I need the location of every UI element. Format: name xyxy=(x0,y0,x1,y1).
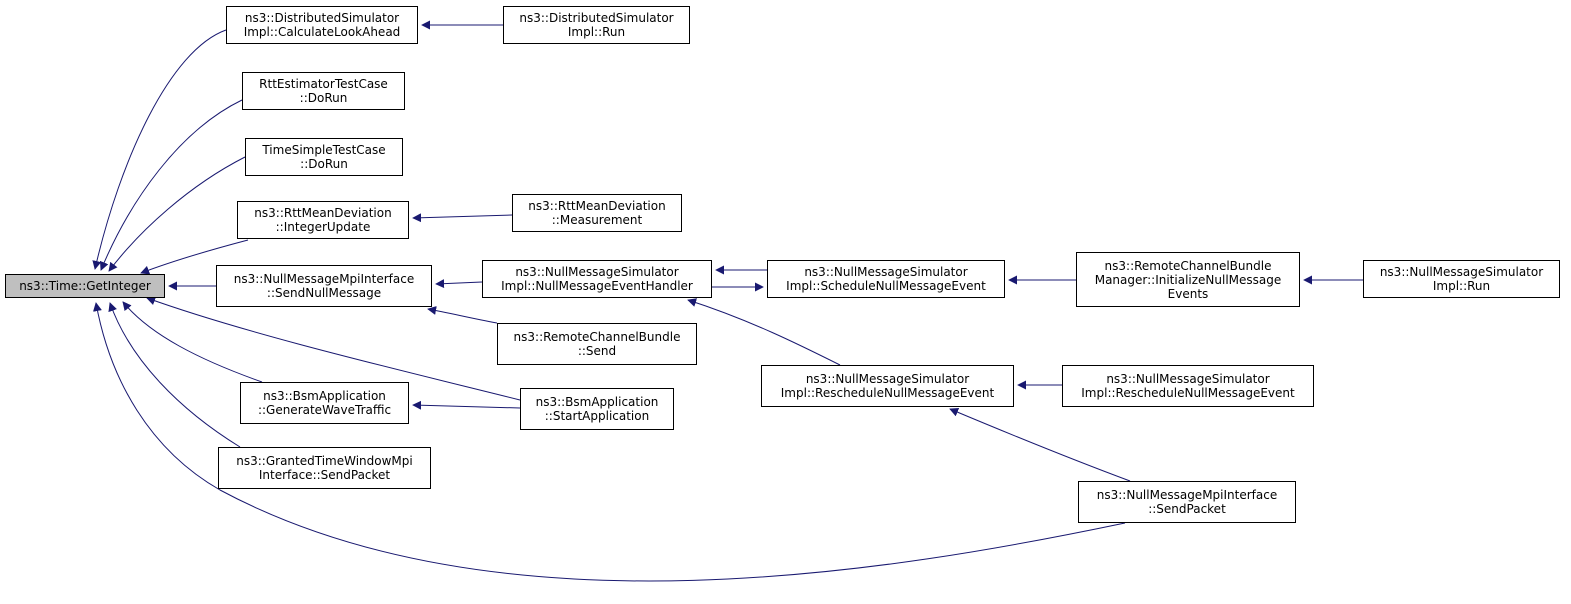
edge-bsm-start-to-bsm-gen xyxy=(412,400,521,410)
edge-nmsi-resched-to-nmsi-handler xyxy=(687,298,841,366)
node-rtt-est[interactable]: RttEstimatorTestCase::DoRun xyxy=(242,72,405,110)
node-label-line: ns3::NullMessageMpiInterface xyxy=(233,272,415,286)
edge-nmsi-handler-to-nmmi-send-null xyxy=(435,279,483,289)
edge-rtt-meas-to-rtt-int xyxy=(412,213,513,223)
node-label-line: ns3::RemoteChannelBundle xyxy=(1104,258,1272,273)
edge-bsm-gen-to-root xyxy=(122,301,263,383)
node-label-line: ns3::NullMessageSimulator xyxy=(804,265,968,279)
node-label-line: ::DoRun xyxy=(300,157,348,171)
node-rtt-int[interactable]: ns3::RttMeanDeviation::IntegerUpdate xyxy=(237,201,409,239)
node-root: ns3::Time::GetInteger xyxy=(5,274,165,298)
node-label-line: ::GenerateWaveTraffic xyxy=(257,403,392,417)
node-label-line: Impl::RescheduleNullMessageEvent xyxy=(1081,386,1295,400)
node-label-line: ns3::NullMessageSimulator xyxy=(515,265,679,279)
node-rcb-send[interactable]: ns3::RemoteChannelBundle::Send xyxy=(497,323,697,365)
node-label-line: Impl::RescheduleNullMessageEvent xyxy=(780,386,995,400)
node-label-line: Events xyxy=(1167,286,1209,301)
node-label-line: ::SendNullMessage xyxy=(266,286,382,300)
node-label-line: RttEstimatorTestCase xyxy=(259,77,388,91)
edge-time-simple-to-root xyxy=(108,156,246,272)
edge-nmmi-send-packet-to-root xyxy=(93,302,1126,582)
node-label-line: Impl::Run xyxy=(1432,279,1491,293)
node-label-line: Impl::NullMessageEventHandler xyxy=(501,279,693,293)
node-label-line: ns3::DistributedSimulator xyxy=(519,11,674,25)
node-label-line: TimeSimpleTestCase xyxy=(262,143,386,157)
node-label-line: ::IntegerUpdate xyxy=(275,220,371,234)
node-label-line: ns3::RttMeanDeviation xyxy=(528,199,666,213)
node-label-line: Interface::SendPacket xyxy=(258,468,391,482)
node-label-line: ns3::NullMessageSimulator xyxy=(1379,265,1544,279)
node-label-line: ::DoRun xyxy=(299,91,348,105)
node-label-line: ns3::NullMessageMpiInterface xyxy=(1096,488,1278,502)
node-rtt-meas[interactable]: ns3::RttMeanDeviation::Measurement xyxy=(512,194,682,232)
node-bsm-start[interactable]: ns3::BsmApplication::StartApplication xyxy=(520,388,674,430)
node-label-line: ns3::Time::GetInteger xyxy=(19,279,151,293)
node-bsm-gen[interactable]: ns3::BsmApplication::GenerateWaveTraffic xyxy=(240,382,409,424)
node-label-line: ns3::NullMessageSimulator xyxy=(805,372,970,386)
node-label-line: ns3::NullMessageSimulator xyxy=(1106,372,1270,386)
node-label-line: Impl::Run xyxy=(567,25,626,39)
node-label-line: ns3::DistributedSimulator xyxy=(244,11,400,25)
node-label-line: Impl::ScheduleNullMessageEvent xyxy=(786,279,986,293)
edge-bsm-start-to-root xyxy=(146,296,521,401)
edge-rcb-send-to-nmmi-send-null xyxy=(427,306,498,324)
edge-rtt-est-to-root xyxy=(99,99,243,271)
edge-dsi-calc-to-root xyxy=(92,29,227,270)
node-nmmi-send-null[interactable]: ns3::NullMessageMpiInterface::SendNullMe… xyxy=(216,265,432,307)
node-label-line: ::Measurement xyxy=(551,213,643,227)
node-label-line: Manager::InitializeNullMessage xyxy=(1094,272,1282,287)
node-label-line: Impl::CalculateLookAhead xyxy=(243,25,401,39)
node-label-line: ::Send xyxy=(577,344,617,358)
edge-gtw-send-to-root xyxy=(108,302,241,448)
node-nmmi-send-packet[interactable]: ns3::NullMessageMpiInterface::SendPacket xyxy=(1078,481,1296,523)
edge-rtt-int-to-root xyxy=(140,239,249,275)
edge-nmmi-send-packet-to-nmsi-resched xyxy=(949,407,1131,482)
node-label-line: ns3::BsmApplication xyxy=(535,395,659,409)
node-label-line: ::SendPacket xyxy=(1148,502,1226,516)
node-label-line: ::StartApplication xyxy=(544,409,650,423)
node-label-line: ns3::BsmApplication xyxy=(263,389,386,403)
node-label-line: ns3::RttMeanDeviation xyxy=(254,206,392,220)
node-time-simple[interactable]: TimeSimpleTestCase::DoRun xyxy=(245,138,403,176)
node-label-line: ns3::RemoteChannelBundle xyxy=(513,330,681,344)
node-label-line: ns3::GrantedTimeWindowMpi xyxy=(236,454,413,468)
